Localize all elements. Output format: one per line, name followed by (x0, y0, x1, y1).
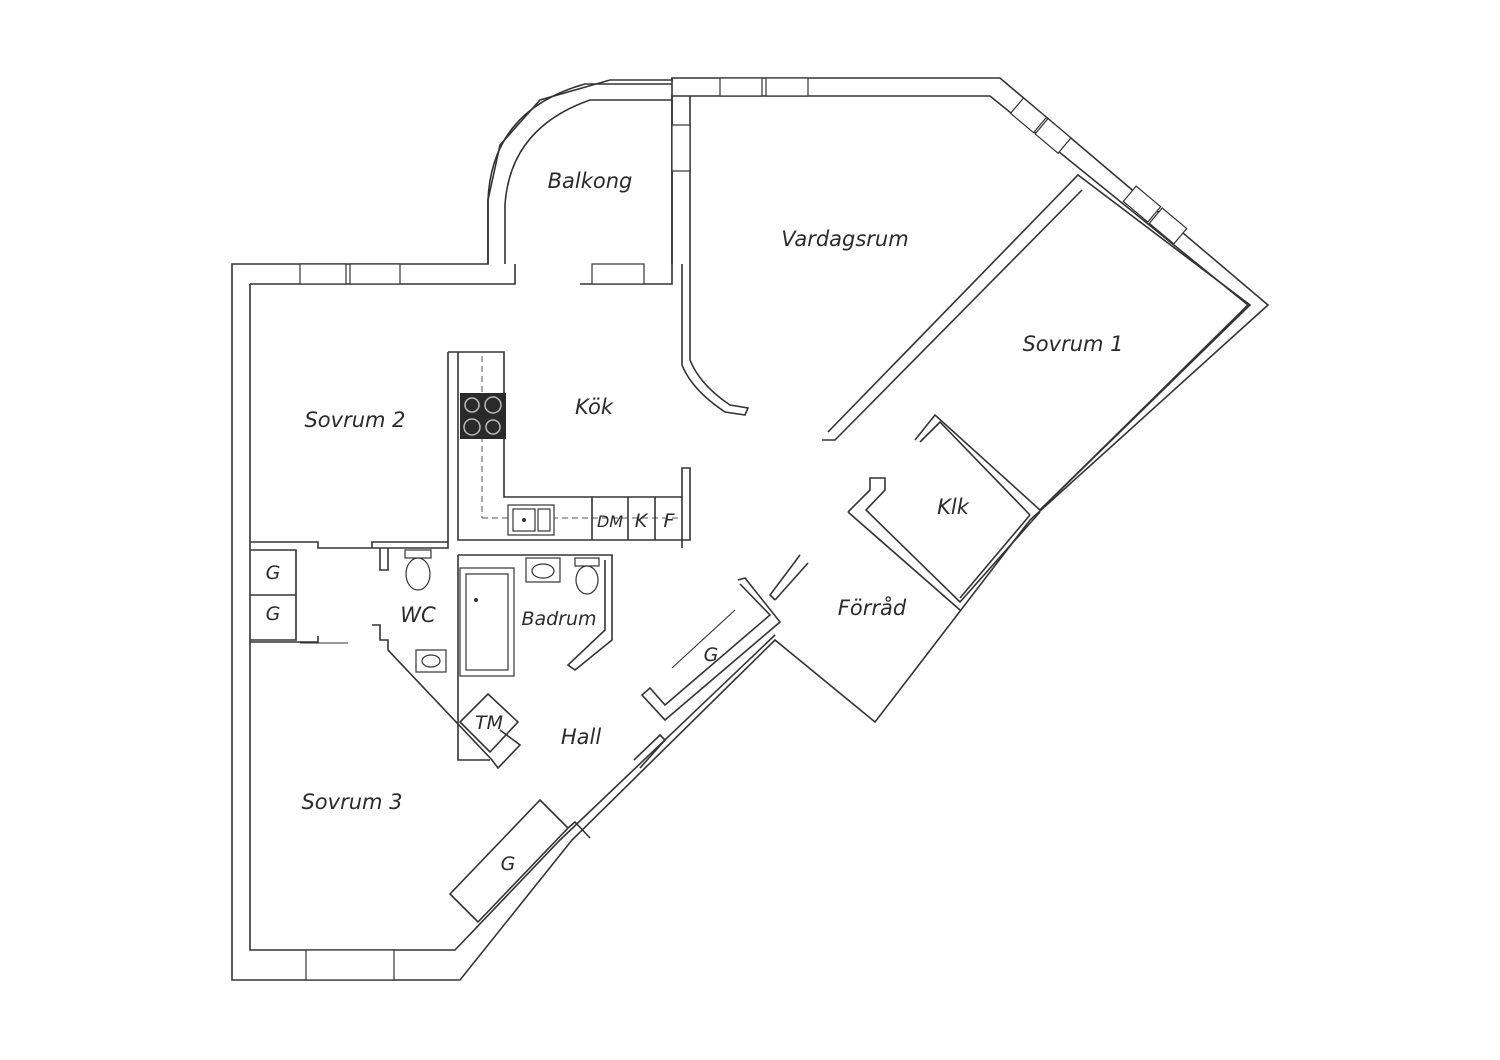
windows (299, 77, 1188, 981)
window (765, 77, 809, 97)
window (305, 949, 395, 981)
room-label-wc: WC (400, 603, 436, 627)
label-k: K (635, 510, 649, 532)
window (671, 124, 691, 172)
washing-machine (458, 692, 520, 754)
window (1009, 97, 1048, 134)
room-label-vardagsrum: Vardagsrum (781, 227, 908, 251)
window (1122, 185, 1162, 223)
label-wardrobe: G (704, 644, 719, 666)
label-dm: DM (597, 512, 623, 531)
room-labels: Balkong Vardagsrum Sovrum 1 Sovrum 2 Kök… (301, 169, 1123, 814)
label-f: F (664, 510, 676, 532)
interior-walls (250, 173, 1252, 924)
window (1148, 207, 1188, 245)
bathtub-icon (459, 567, 515, 677)
window (1034, 117, 1072, 155)
label-wardrobe: G (266, 603, 281, 625)
room-label-hall: Hall (561, 725, 601, 749)
label-wardrobe: G (501, 853, 516, 875)
fixture-labels: DM K F TM G G G G (266, 510, 719, 875)
window (719, 77, 763, 97)
room-label-sovrum3: Sovrum 3 (301, 790, 402, 814)
room-label-klk: Klk (937, 495, 970, 519)
window (299, 263, 347, 285)
room-label-kok: Kök (575, 395, 614, 419)
room-label-badrum: Badrum (521, 608, 596, 630)
label-wardrobe: G (266, 562, 281, 584)
kitchen-fixtures (460, 356, 680, 540)
label-tm: TM (475, 712, 503, 734)
room-label-forrad: Förråd (838, 595, 907, 620)
outer-walls (231, 77, 1270, 981)
room-label-balkong: Balkong (548, 169, 633, 193)
room-label-sovrum2: Sovrum 2 (304, 408, 405, 432)
bathroom-fixtures (404, 549, 600, 754)
wc-toilet-icon (404, 549, 432, 591)
window (591, 263, 645, 285)
window (349, 263, 401, 285)
kitchen-sink-icon (507, 504, 555, 536)
room-label-sovrum1: Sovrum 1 (1022, 332, 1123, 356)
wc-sink-icon (415, 649, 447, 673)
toilet-icon (574, 557, 600, 595)
bathroom-sink-icon (525, 557, 561, 583)
